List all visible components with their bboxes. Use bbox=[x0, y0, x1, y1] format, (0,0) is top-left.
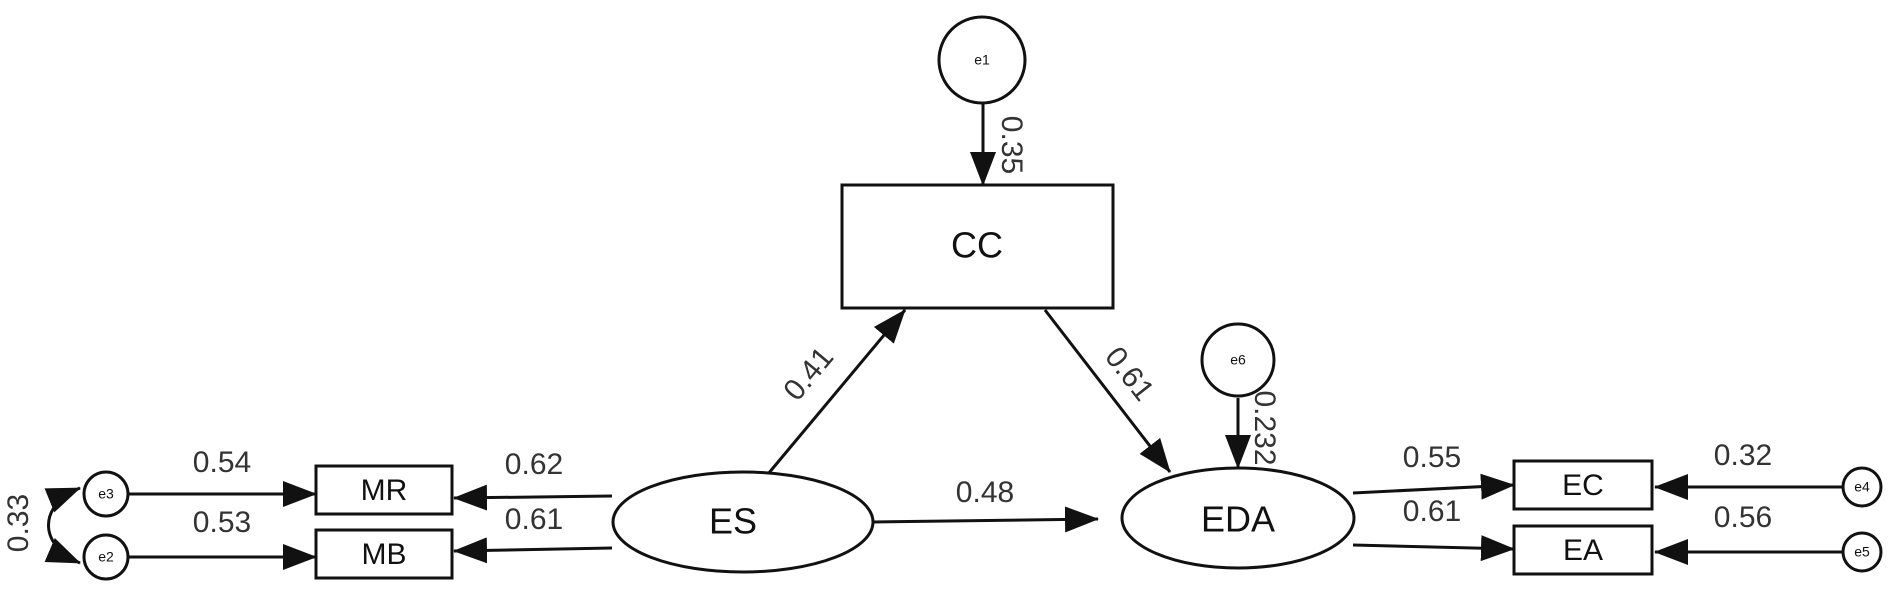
coef-e1-cc: 0.35 bbox=[995, 116, 1028, 174]
nodes bbox=[82, 15, 1883, 581]
label-e5: e5 bbox=[1854, 544, 1870, 560]
node-e4 bbox=[1841, 466, 1883, 508]
label-mr: MR bbox=[361, 474, 408, 507]
path-coefficients: 0.35 0.41 0.61 0.232 0.48 0.62 0.61 0.54… bbox=[2, 116, 1772, 552]
node-es bbox=[611, 470, 875, 574]
coef-e2-mb: 0.53 bbox=[193, 506, 251, 539]
label-ea: EA bbox=[1563, 534, 1603, 567]
node-mb bbox=[314, 528, 454, 580]
node-eda bbox=[1120, 466, 1356, 570]
node-labels: CC ES EDA MR MB EC EA e1 e6 e3 e2 e4 e5 bbox=[98, 52, 1870, 571]
edge-es-mb bbox=[453, 537, 613, 564]
edge-eda-ec bbox=[1352, 473, 1515, 500]
edge-cc-eda bbox=[1043, 309, 1172, 473]
node-mr bbox=[314, 464, 454, 516]
label-eda: EDA bbox=[1201, 499, 1275, 540]
coef-eda-ec: 0.55 bbox=[1403, 441, 1461, 474]
node-e6 bbox=[1200, 322, 1276, 398]
label-e6: e6 bbox=[1230, 352, 1246, 368]
node-ec bbox=[1512, 459, 1654, 511]
label-e4: e4 bbox=[1854, 479, 1870, 495]
label-mb: MB bbox=[362, 538, 407, 571]
coef-e6-eda: 0.232 bbox=[1248, 390, 1281, 465]
coef-eda-ea: 0.61 bbox=[1403, 495, 1461, 528]
coef-es-mr: 0.62 bbox=[505, 448, 563, 481]
label-e1: e1 bbox=[974, 52, 990, 68]
node-ea bbox=[1512, 524, 1654, 576]
node-e1 bbox=[937, 15, 1027, 105]
edge-es-mr bbox=[453, 484, 613, 511]
node-e3 bbox=[82, 470, 130, 518]
node-e5 bbox=[1841, 531, 1883, 573]
node-cc bbox=[840, 183, 1115, 310]
label-cc: CC bbox=[951, 225, 1003, 266]
node-e2 bbox=[82, 533, 130, 581]
coef-es-mb: 0.61 bbox=[505, 503, 563, 536]
coef-e2-e3-cov: 0.33 bbox=[2, 494, 35, 552]
coef-e5-ea: 0.56 bbox=[1714, 501, 1772, 534]
coef-es-eda: 0.48 bbox=[956, 476, 1014, 509]
label-e3: e3 bbox=[98, 486, 114, 502]
edge-es-eda bbox=[872, 506, 1099, 533]
edge-e2-e3-covariance bbox=[44, 486, 81, 565]
edge-eda-ea bbox=[1352, 535, 1515, 562]
edge-es-cc bbox=[766, 309, 907, 475]
coef-e4-ec: 0.32 bbox=[1714, 439, 1772, 472]
edges bbox=[44, 101, 1843, 570]
coef-cc-eda: 0.61 bbox=[1098, 341, 1160, 407]
coef-e3-mr: 0.54 bbox=[193, 446, 251, 479]
label-e2: e2 bbox=[98, 549, 114, 565]
label-es: ES bbox=[709, 501, 757, 542]
label-ec: EC bbox=[1562, 469, 1604, 502]
